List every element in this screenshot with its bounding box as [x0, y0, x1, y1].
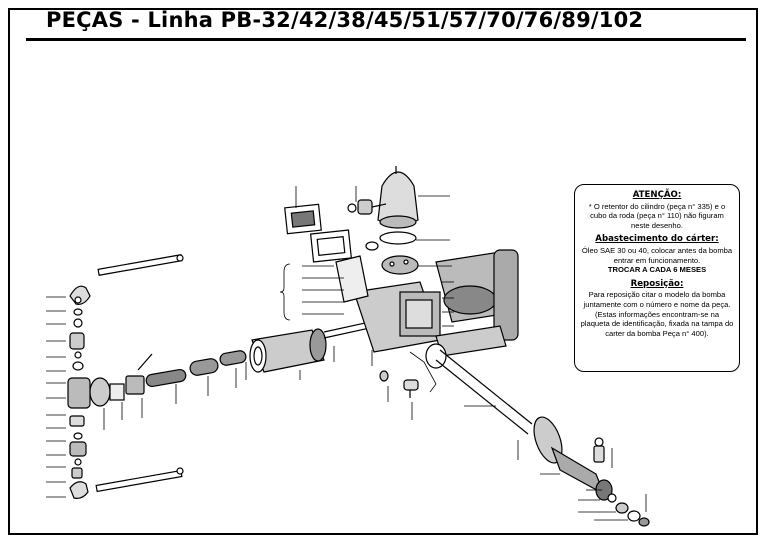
shaft-bearings — [615, 502, 650, 527]
crankshaft — [425, 343, 533, 435]
replacement-heading: Reposição: — [630, 278, 684, 289]
pump-body — [335, 255, 441, 353]
left-part-stack — [67, 285, 91, 499]
small-nut — [379, 370, 389, 382]
wheel-flange-assembly — [533, 416, 617, 503]
oil-text: Óleo SAE 30 ou 40, colocar antes da bomb… — [581, 245, 733, 265]
small-valve-parts — [347, 199, 387, 251]
page-title: PEÇAS - Linha PB-32/42/38/45/51/57/70/76… — [46, 8, 644, 32]
left-valve-assembly — [89, 350, 247, 407]
oil-change-interval: TROCAR A CADA 6 MESES — [607, 265, 707, 275]
cylinder-sleeve — [249, 328, 327, 373]
filter-screen — [284, 203, 322, 235]
crank-housing — [435, 249, 519, 357]
page-border — [8, 8, 758, 535]
replacement-text: Para reposição citar o modelo da bomba j… — [580, 290, 734, 338]
attention-text: * O retentor do cilindro (peça n° 335) e… — [588, 201, 726, 230]
notice-box: ATENÇÃO: * O retentor do cilindro (peça … — [574, 184, 740, 372]
dome-gasket — [379, 231, 417, 245]
title-underline — [26, 38, 746, 41]
air-chamber-dome — [377, 166, 419, 229]
small-bolt — [403, 379, 419, 398]
grease-fitting — [593, 437, 605, 463]
upper-rod — [97, 254, 184, 276]
oil-heading: Abastecimento do cárter: — [595, 234, 719, 245]
lower-rod — [95, 467, 184, 493]
gasket-plate — [309, 229, 353, 263]
attention-heading: ATENÇÃO: — [632, 190, 682, 200]
dome-base-valve — [381, 255, 419, 275]
leader-lines — [46, 186, 647, 521]
